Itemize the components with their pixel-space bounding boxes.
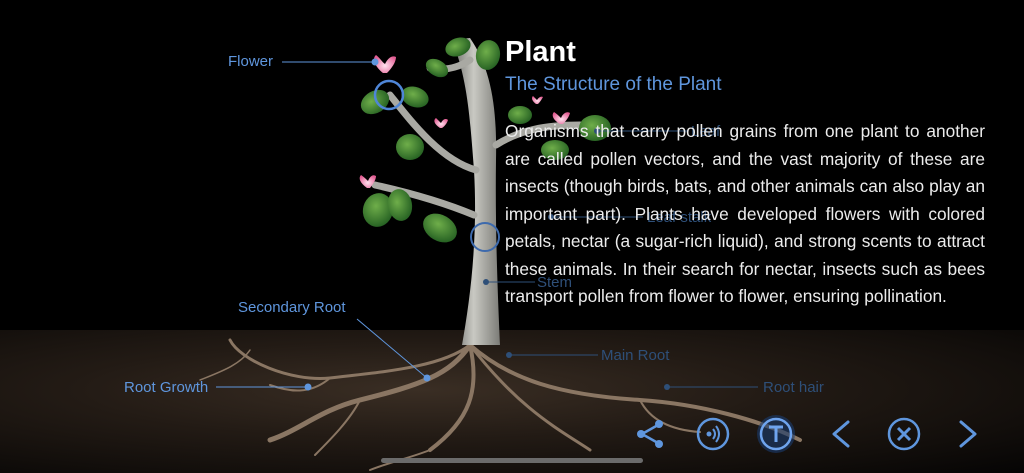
label-flower[interactable]: Flower (228, 53, 274, 70)
label-stem[interactable]: Stem (537, 274, 573, 291)
label-secondary-root[interactable]: Secondary Root (238, 299, 346, 316)
label-leaf-stalk[interactable]: Leaf stalk (647, 209, 712, 226)
page-title: Plant (505, 36, 576, 68)
label-leaf[interactable]: Leaf (691, 123, 721, 140)
hotspot-stem (470, 222, 500, 252)
description-text: Organisms that carry pollen grains from … (505, 121, 985, 306)
previous-icon (832, 420, 850, 448)
audio-button[interactable] (693, 414, 733, 454)
stem (452, 38, 500, 345)
label-root-growth[interactable]: Root Growth (124, 379, 209, 396)
close-icon (887, 417, 921, 451)
info-panel: Plant The Structure of the Plant Organis… (505, 32, 985, 311)
roots (199, 338, 802, 471)
flowers (359, 55, 570, 188)
soil (0, 330, 1024, 473)
hotspot-flower (373, 79, 405, 111)
close-button[interactable] (884, 414, 924, 454)
next-button[interactable] (948, 414, 988, 454)
audio-icon (696, 417, 730, 451)
next-icon (959, 420, 977, 448)
share-button[interactable] (630, 414, 670, 454)
label-root-hair[interactable]: Root hair (763, 379, 824, 396)
text-button[interactable] (756, 414, 796, 454)
text-icon (757, 415, 795, 453)
previous-button[interactable] (821, 414, 861, 454)
label-main-root[interactable]: Main Root (601, 347, 670, 364)
page-subtitle: The Structure of the Plant (505, 74, 722, 95)
share-icon (637, 420, 663, 448)
home-indicator[interactable] (381, 458, 643, 463)
